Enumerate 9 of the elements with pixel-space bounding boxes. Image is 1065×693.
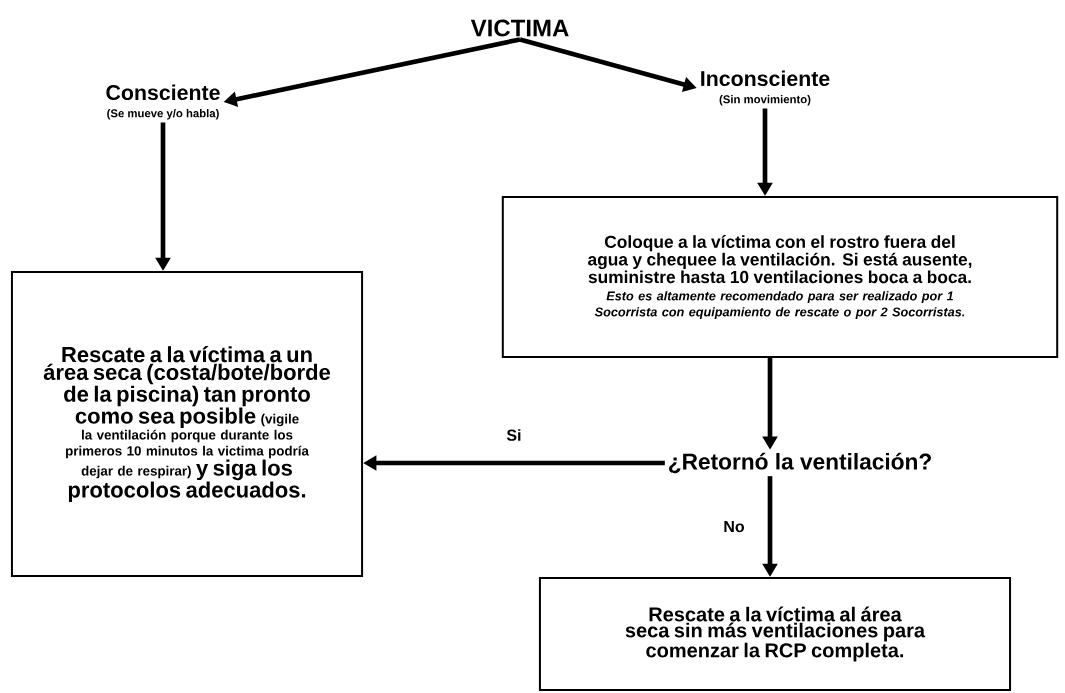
edge-label: Si xyxy=(505,427,523,443)
edge-label: No xyxy=(722,519,746,534)
node-label: VICTIMA xyxy=(470,19,569,37)
decision-text: ¿Retornó la ventilación? xyxy=(669,452,931,474)
process-box: Rescate a la víctima al área seca sin más ventilaciones para comenzar la RCP completa. xyxy=(538,577,1012,691)
process-box: Coloque a la víctima con el rostro fuera del agua y chequee la ventilación. Si está ausente, suministre hasta 10 ventilaciones boca a boca. Esto es altamente recomendado para ser realizado por 1 Socorrista con equipamiento de rescate o por 2 Socorristas. xyxy=(501,196,1059,358)
node-label: Inconsciente (Sin movimiento) xyxy=(701,70,830,106)
node-label: Consciente (Se mueve y/o habla) xyxy=(106,84,220,120)
process-box: Rescate a la víctima a un área seca (costa/bote/borde de la piscina) tan pronto como sea posible (vigile la ventilación porque durante los primeros 10 minutos la victima podría dejar de respirar) y siga los protocolos adecuados. xyxy=(10,271,364,577)
